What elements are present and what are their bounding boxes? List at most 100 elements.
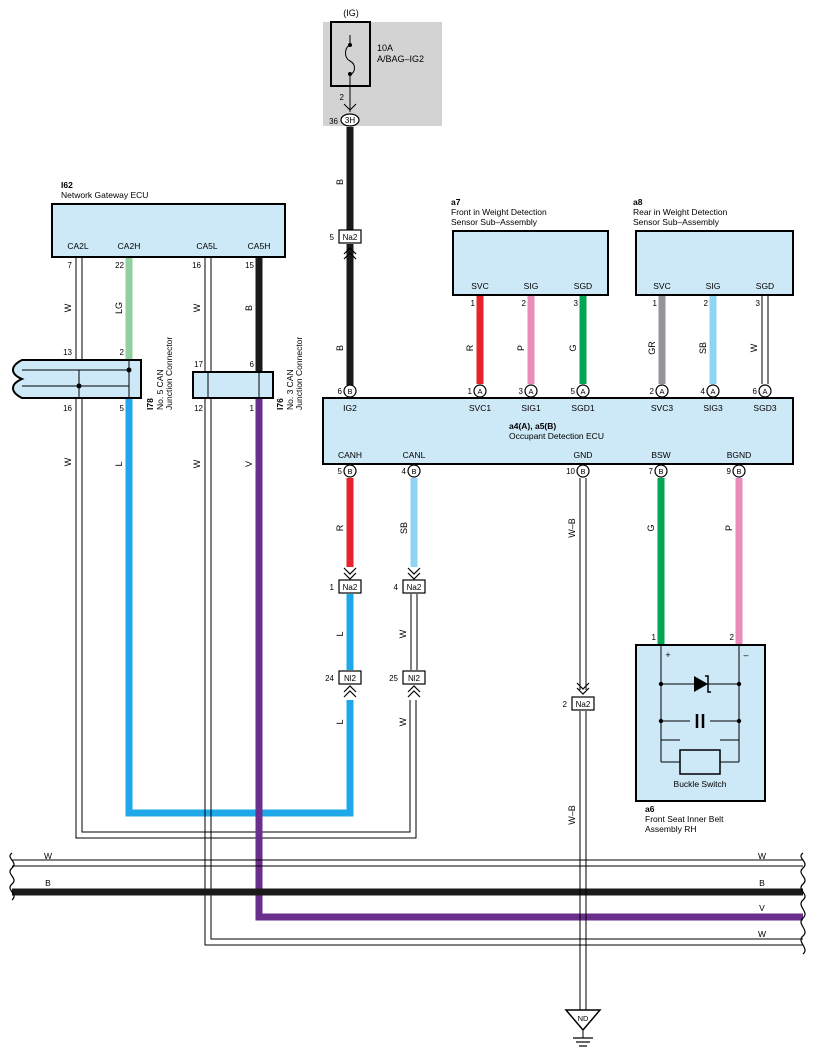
- wire-color-l: L: [335, 631, 345, 636]
- ground-wire: W–B Na2 2 W–B ND: [563, 478, 602, 1047]
- fuse-icon: [345, 35, 355, 86]
- network-gateway-ecu: I62 Network Gateway ECU CA2L CA2H CA5L C…: [51, 180, 286, 270]
- occupant-detection-ecu: a4(A), a5(B) Occupant Detection ECU: [322, 397, 794, 465]
- buckle-name: Front Seat Inner Belt: [645, 814, 724, 824]
- pin-label: SVC1: [469, 403, 491, 413]
- splice-id: Nl2: [408, 674, 421, 683]
- ecu-top-pins: 6 B IG2 1 A SVC1 3 A SIG1 5 A SGD1 2 A S…: [338, 384, 777, 413]
- minus-sign: –: [743, 650, 748, 660]
- splice-num: 5: [330, 233, 335, 242]
- capacitor-icon: [690, 714, 710, 728]
- wire-color-lg: LG: [114, 302, 124, 314]
- wire-color-b: B: [244, 305, 254, 311]
- splice-num: 1: [330, 583, 335, 592]
- sensor-name: Sensor Sub–Assembly: [451, 217, 538, 227]
- pin-num: 2: [650, 387, 655, 396]
- gateway-code: I62: [61, 180, 73, 190]
- pin-num: 1: [468, 387, 473, 396]
- pin-num: 7: [649, 467, 654, 476]
- fuse-pin: 2: [340, 93, 345, 102]
- splice-id: Na2: [407, 583, 422, 592]
- pin-label: CANH: [338, 450, 362, 460]
- wire-color-g: G: [646, 524, 656, 531]
- jc-name: No. 5 CAN: [155, 369, 165, 410]
- conn-id: B: [347, 387, 352, 396]
- bus-label-w: W: [758, 929, 766, 939]
- ecu-pin-canh: CANH 5 B: [338, 450, 362, 478]
- ecu-pin-sgd1: 5 A SGD1: [571, 384, 595, 413]
- buckle-name: Assembly RH: [645, 824, 696, 834]
- conn-id: B: [580, 467, 585, 476]
- bus-label-b: B: [759, 878, 765, 888]
- pin-label: SIG: [706, 281, 721, 291]
- buckle-switch-icon: [679, 749, 721, 775]
- conn-id: B: [736, 467, 741, 476]
- wire-color-p: P: [724, 525, 734, 531]
- ecu-pin-ig2: 6 B IG2: [338, 384, 357, 413]
- pin-num: 1: [471, 299, 476, 308]
- splice-id: Na2: [343, 233, 358, 242]
- conn-id: A: [710, 387, 715, 396]
- ecu-pin-sig1: 3 A SIG1: [519, 384, 541, 413]
- pin-label: SVC: [471, 281, 488, 291]
- splice-id: Nl2: [344, 674, 357, 683]
- wire-color-wb: W–B: [567, 805, 577, 825]
- fuse-source-label: (IG): [343, 8, 359, 18]
- pin-label: SIG3: [703, 403, 723, 413]
- pin-label: SGD: [756, 281, 774, 291]
- junction-connector-i78: 13 2 16 5 I78 No. 5 CAN Junction Connect…: [12, 337, 174, 413]
- pin-label: SGD1: [571, 403, 594, 413]
- ecu-pin-svc3: 2 A SVC3: [650, 384, 673, 413]
- pin-label: SIG1: [521, 403, 541, 413]
- pin-num: 1: [250, 404, 255, 413]
- sensor-name: Rear in Weight Detection: [633, 207, 728, 217]
- wire-color-g: G: [568, 344, 578, 351]
- splice-num: 24: [325, 674, 334, 683]
- ecu-pin-canl: CANL 4 B: [402, 450, 426, 478]
- ecu-pin-sig3: 4 A SIG3: [701, 384, 723, 413]
- pin-label: IG2: [343, 403, 357, 413]
- sensor-a8: a8 Rear in Weight Detection Sensor Sub–A…: [633, 197, 794, 384]
- wire-color-w: W: [63, 457, 73, 466]
- fuse-name: A/BAG–IG2: [377, 54, 424, 64]
- conn-id: B: [347, 467, 352, 476]
- wire-color-w: W: [192, 459, 202, 468]
- ground-icon: [564, 1009, 602, 1032]
- sensor-code: a8: [633, 197, 643, 207]
- pin-label: BSW: [651, 450, 670, 460]
- gateway-name: Network Gateway ECU: [61, 190, 148, 200]
- gateway-wires: W LG W B: [63, 258, 263, 372]
- pin-num: 15: [245, 261, 254, 270]
- wire-color-l: L: [114, 461, 124, 466]
- splice-id: Na2: [343, 583, 358, 592]
- ground-label: ND: [578, 1014, 589, 1023]
- jc-name: Junction Connector: [164, 337, 174, 410]
- pin-num: 5: [571, 387, 576, 396]
- pin-ca5l: CA5L: [196, 241, 218, 251]
- pin-num: 22: [115, 261, 124, 270]
- bus-label-b: B: [45, 878, 51, 888]
- pin-num: 2: [730, 633, 735, 642]
- fuse-conn-id: 3H: [345, 116, 355, 125]
- plus-sign: +: [665, 650, 670, 660]
- conn-id: A: [762, 387, 767, 396]
- splice-num: 25: [389, 674, 398, 683]
- ecu-bottom-pins: CANH 5 B CANL 4 B GND 10 B BSW 7 B BGND …: [338, 450, 751, 478]
- pin-num: 2: [522, 299, 527, 308]
- pin-num: 9: [727, 467, 732, 476]
- jc-code: I76: [275, 398, 285, 410]
- junction-connector-i76: 17 6 12 1 I76 No. 3 CAN Junction Connect…: [192, 337, 304, 413]
- pin-num: 16: [192, 261, 201, 270]
- fuse-conn-num: 36: [329, 117, 338, 126]
- wire-color-w: W: [192, 303, 202, 312]
- wire-color-w: W: [63, 303, 73, 312]
- ecu-pin-bgnd: BGND 9 B: [727, 450, 751, 478]
- pin-label: SVC: [653, 281, 670, 291]
- pin-ca5h: CA5H: [248, 241, 271, 251]
- pin-label: GND: [574, 450, 593, 460]
- bus-label-w: W: [758, 851, 766, 861]
- buckle-code: a6: [645, 804, 655, 814]
- ecu-pin-bsw: BSW 7 B: [649, 450, 671, 478]
- splice-na2-ig2: Na2 5: [330, 229, 362, 260]
